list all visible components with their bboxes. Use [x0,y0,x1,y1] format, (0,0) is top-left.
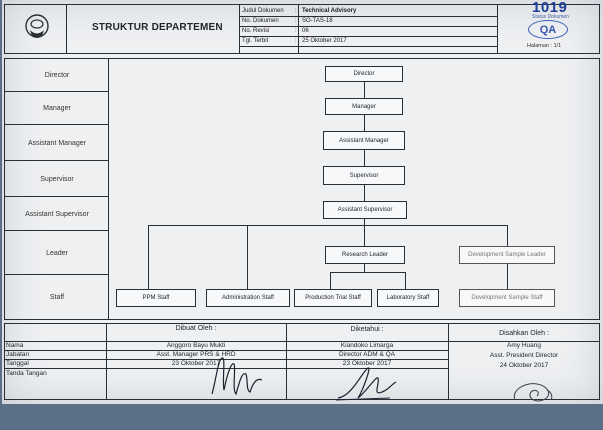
row-label-name: Nama [6,342,24,349]
signature-approved [513,383,553,402]
org-box-laboratory-staff: Laboratory Staff [377,289,439,307]
stamp-label: Status Dokumen [532,14,569,20]
level-label-assistant-supervisor: Assistant Supervisor [25,210,89,218]
field-label-issue-date: Tgl. Terbit [242,38,269,44]
header-frame [4,4,600,54]
approval-name-made-by: Anggoro Bayu Mukti [166,342,226,349]
approval-date-approved: 24 Oktober 2017 [499,362,549,369]
field-value-issue-date: 25 Oktober 2017 [302,38,347,44]
field-label-title: Judul Dokumen [242,8,284,14]
org-box-development-sample-staff: Development Sample Staff [459,289,555,307]
field-label-revision: No. Revisi [242,28,270,34]
approval-position-acknowledged: Director ADM & QA [339,351,395,358]
signature-made-by [211,357,263,396]
org-box-assistant-manager: Assistant Manager [323,131,405,150]
field-label-doc-number: No. Dokumen [242,18,279,24]
row-label-date: Tanggal [6,360,29,367]
level-label-assistant-manager: Assistant Manager [28,139,86,147]
field-value-title: Technical Advisory [302,8,357,14]
approval-table [4,323,600,400]
company-logo-icon [24,13,50,48]
approval-name-acknowledged: Kiandoko Limarga [340,342,394,349]
approval-position-made-by: Asst. Manager PRS & HRD [156,351,236,358]
approval-date-made-by: 23 Oktober 2017 [171,360,221,367]
org-box-ppm-staff: PPM Staff [116,289,196,307]
org-box-supervisor: Supervisor [323,166,405,185]
org-box-manager: Manager [325,98,403,115]
row-label-signature: Tanda Tangan [6,370,47,377]
page-label: Halaman : 1/1 [527,43,562,49]
qa-stamp-badge: QA [528,20,568,39]
org-box-production-trial-staff: Production Trial Staff [294,289,372,307]
approval-date-acknowledged: 23 Oktober 2017 [342,360,392,367]
level-label-director: Director [44,71,70,79]
level-label-staff: Staff [49,293,65,301]
approval-heading-made-by: Dibuat Oleh : [175,325,217,332]
document-title: STRUKTUR DEPARTEMEN [92,22,223,33]
org-box-director: Director [325,66,403,82]
approval-position-approved: Asst. President Director [489,352,559,359]
approval-name-approved: Amy Huang [507,342,541,349]
level-label-leader: Leader [46,249,68,257]
org-box-development-sample-leader: Development Sample Leader [459,246,555,264]
approval-heading-approved: Disahkan Oleh : [499,330,549,337]
level-label-supervisor: Supervisor [40,175,74,183]
org-box-administration-staff: Administration Staff [206,289,290,307]
approval-heading-acknowledged: Diketahui : [350,326,384,333]
field-value-doc-number: SO-TAS-18 [302,18,333,24]
field-value-revision: 06 [302,28,309,34]
doc-number-stamp: 1019 [532,0,568,16]
org-chart-frame [4,58,600,320]
row-label-position: Jabatan [6,351,30,358]
level-label-manager: Manager [43,104,71,112]
signature-acknowledged [335,367,397,401]
org-box-research-leader: Research Leader [325,246,405,264]
org-box-assistant-supervisor: Assistant Supervisor [323,201,407,219]
document-sheet: STRUKTUR DEPARTEMEN Judul Dokumen : Tech… [2,0,603,404]
